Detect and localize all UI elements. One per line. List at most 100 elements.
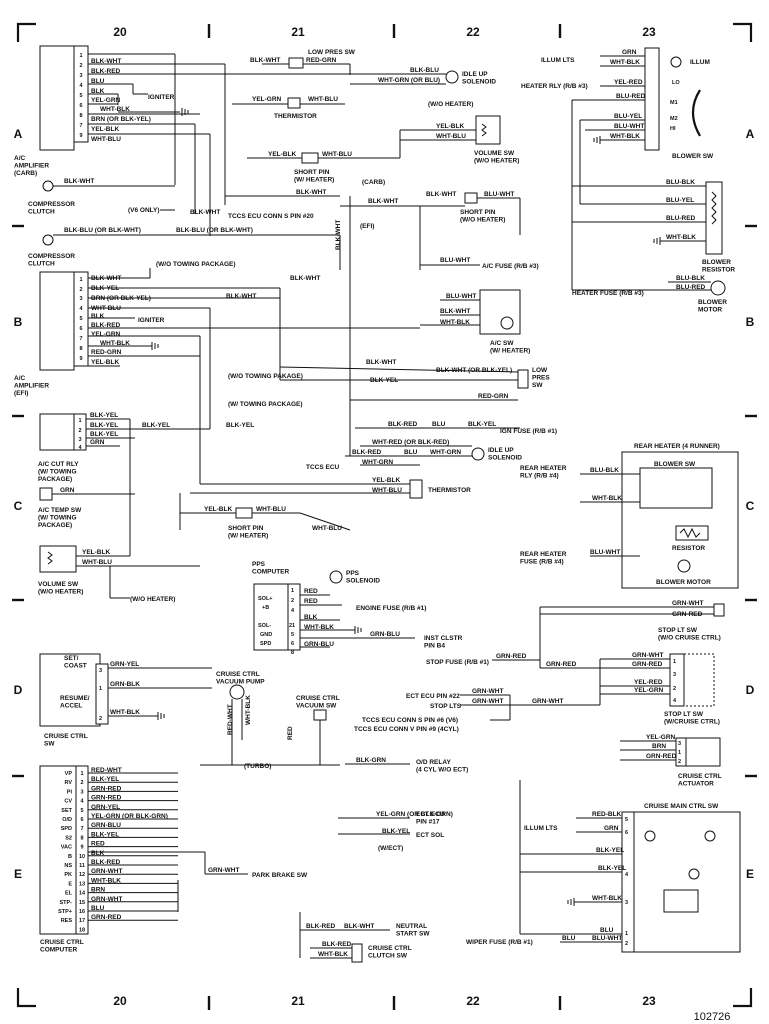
pps-pin-label: SOL- (258, 623, 271, 629)
carb-amp-wires: BLK-WHT BLK-RED BLU BLK YEL-GRN WHT-BLK … (88, 53, 404, 236)
wire-label: BLK-YEL (91, 776, 119, 783)
svg-text:3: 3 (678, 741, 681, 747)
cruise-computer-pin-number: 14 (79, 891, 86, 897)
svg-text:4: 4 (79, 306, 83, 312)
stop-fuse-label: STOP FUSE (R/B #1) (426, 659, 489, 666)
wire-label: BLK-YEL (370, 377, 398, 384)
wire-label: BLU (91, 905, 105, 912)
row-label-right: A (746, 127, 755, 141)
low-pres-sw-top: BLK-WHT RED-GRN LOW PRES SW (250, 49, 356, 75)
wire-label: BLK-WHT (64, 178, 94, 185)
blower-sw-arc (691, 89, 701, 137)
wire-label: BLU-BLK (666, 179, 695, 186)
wire-label: BLK (91, 850, 105, 857)
wire-label: BLK-WHT (91, 275, 121, 282)
od-ect: BLK-GRN O/D RELAY(4 CYL W/O ECT) YEL-GRN… (338, 757, 468, 852)
wire-label: BLK-YEL (142, 422, 170, 429)
component-label: BLOWER SW (654, 461, 696, 468)
wire-label: BLK-YEL (91, 831, 119, 838)
col-label-top: 23 (642, 25, 656, 39)
svg-text:5: 5 (625, 817, 628, 823)
wire-label: GRN (622, 49, 637, 56)
wire-label: BLU-WHT (484, 191, 514, 198)
ect-ecu-22-label: ECT ECU PIN #22 (406, 693, 460, 700)
wire-label: RED (91, 841, 105, 848)
wire-label: WHT-BLU (372, 487, 402, 494)
svg-text:3: 3 (79, 73, 82, 79)
component-label: ILLUM (690, 59, 710, 66)
wire-label: GRN-BLU (91, 822, 121, 829)
pps-pin-label: +B (262, 605, 269, 611)
wire-label: BLK (91, 88, 105, 95)
tccs-ecu-label: TCCS ECU (306, 464, 340, 471)
wire-label: BLU-WHT (590, 549, 620, 556)
wire-label: BLU-BLK (590, 467, 619, 474)
ac-sw-w-heater: BLU-WHT A/C FUSE (R/B #3) BLU-WHT BLK-WH… (419, 206, 539, 355)
ac-cut-rly: 12 34 BLK-YEL BLK-YEL BLK-YEL BLK-YEL BL… (38, 412, 254, 483)
svg-text:2: 2 (678, 759, 681, 765)
wire-label: BLK-WHT (296, 189, 326, 196)
component-label: STOP LT SW(W/CRUISE CTRL) (664, 711, 720, 726)
wire-label: WHT-BLU (256, 506, 286, 513)
cruise-computer-pin-label: SPD (61, 826, 72, 832)
wire-label: YEL-BLK (204, 506, 232, 513)
wire-label: GRN (90, 439, 105, 446)
figure-ref: 102726 (694, 1011, 731, 1023)
svg-text:3: 3 (79, 296, 82, 302)
wire-label: WHT-BLU (82, 559, 112, 566)
set-coast-label: SET/COAST (64, 655, 87, 670)
cruise-computer-pin-number: 13 (79, 881, 85, 887)
wire-label: GRN-WHT (91, 868, 122, 875)
wire-label: GRN-RED (91, 795, 122, 802)
wire-label: BLU-WHT (614, 123, 644, 130)
svg-text:6: 6 (625, 830, 628, 836)
short-pin-w-heater-top: YEL-BLK WHT-BLU SHORT PIN(W/ HEATER) (247, 130, 401, 184)
row-label-right: D (746, 683, 755, 697)
cruise-computer-pin-label: S2 (65, 835, 72, 841)
wire-label: BLK-BLU (OR BLK-WHT) (176, 227, 253, 234)
wire-label: BLK-WHT (290, 275, 320, 282)
wire-label: RED (304, 588, 318, 595)
efi-label: (EFI) (360, 223, 374, 230)
v6-tccs: (V6 ONLY) BLK-WHT TCCS ECU CONN S PIN #2… (128, 207, 314, 220)
park-brake-label: PARK BRAKE SW (252, 872, 308, 879)
low-pres-sw-b: BLK-WHT BLK-WHT (OR BLK-YEL) BLK-YEL LOW… (228, 359, 550, 408)
wire-label: BLK-YEL (91, 285, 119, 292)
component-label: BLOWER MOTOR (656, 579, 711, 586)
cruise-computer-pin-number: 9 (80, 845, 83, 851)
frame: 20 21 22 23 20 21 22 23 A B C D E A B C … (12, 22, 757, 1023)
wire-label: BLK-WHT (190, 209, 220, 216)
ground-icon (567, 898, 575, 906)
svg-text:1: 1 (79, 277, 82, 283)
wire-label: GRN-BLU (370, 631, 400, 638)
wire-label: YEL-RED (614, 79, 643, 86)
od-relay-label: O/D RELAY(4 CYL W/O ECT) (416, 759, 468, 774)
wire-label: BLU-YEL (614, 113, 642, 120)
wo-towing-label: (W/O TOWING PACKAGE) (156, 261, 236, 268)
row-label-left: C (14, 499, 23, 513)
wire-label: BRN (91, 887, 105, 894)
cruise-computer-pin-number: 1 (80, 771, 83, 777)
wire-label: YEL-BLK (436, 123, 464, 130)
cruise-computer-pin-label: B (68, 854, 72, 860)
col-label-top: 21 (291, 25, 305, 39)
wire-label: BLU-RED (616, 93, 646, 100)
efi-amp-wires: BLK-WHT BLK-YEL BRN (OR BLK-YEL) BLK-WHT… (88, 261, 420, 367)
wire-label: BLK-RED (322, 941, 352, 948)
ac-fuse-label: A/C FUSE (R/B #3) (482, 263, 539, 270)
svg-text:1: 1 (99, 686, 102, 692)
wire-label: GRN-WHT (532, 698, 563, 705)
ect-stop-row: ECT ECU PIN #22 STOP LTS GRN-WHT GRN-WHT… (354, 688, 600, 733)
wire-label: BLK-WHT (OR BLK-YEL) (436, 367, 512, 374)
